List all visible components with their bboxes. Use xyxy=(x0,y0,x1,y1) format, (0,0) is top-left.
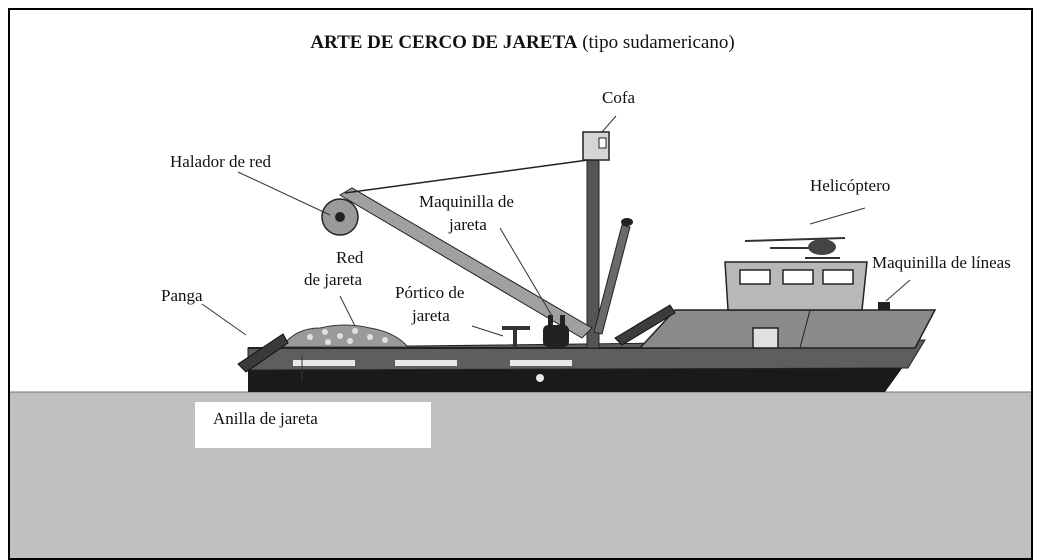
label-red-1: Red xyxy=(336,248,364,267)
helicopter-icon xyxy=(744,237,846,259)
wheelhouse-window xyxy=(739,269,771,285)
wheelhouse xyxy=(724,261,868,311)
hull-window xyxy=(395,360,457,366)
bow-ramp xyxy=(614,304,676,346)
leader-cofa xyxy=(601,115,617,133)
panga-skiff xyxy=(237,333,289,373)
hull-keel xyxy=(248,367,903,392)
diagram-frame: ARTE DE CERCO DE JARETA (tipo sudamerica… xyxy=(8,8,1033,560)
leader-helicoptero xyxy=(809,207,866,225)
forecastle-line xyxy=(799,309,811,349)
label-maquinilla-jareta-2: jareta xyxy=(449,215,487,234)
cabin-door xyxy=(752,327,779,349)
label-anilla: Anilla de jareta xyxy=(213,409,318,428)
hull-porthole xyxy=(536,374,544,382)
line-winch xyxy=(878,302,890,310)
label-halador: Halador de red xyxy=(170,152,272,171)
boom-stay xyxy=(344,159,589,194)
title-sub: (tipo sudamericano) xyxy=(582,32,735,53)
leader-maq-jareta xyxy=(499,227,553,317)
hull-window xyxy=(510,360,572,366)
crows-nest-detail xyxy=(598,137,607,149)
title-main: ARTE DE CERCO DE JARETA xyxy=(310,32,578,53)
label-cofa: Cofa xyxy=(602,88,636,107)
leader-portico xyxy=(471,325,504,337)
leader-panga xyxy=(201,303,247,336)
label-portico-1: Pórtico de xyxy=(395,283,465,302)
label-red-2: de jareta xyxy=(304,270,363,289)
sea-area xyxy=(10,392,1031,558)
boom xyxy=(339,187,593,339)
forward-derrick xyxy=(593,224,631,335)
anilla-label-box: Anilla de jareta xyxy=(195,402,431,448)
label-panga: Panga xyxy=(161,286,203,305)
diagram-title: ARTE DE CERCO DE JARETA (tipo sudamerica… xyxy=(10,32,1031,54)
label-maquinilla-lineas: Maquinilla de líneas xyxy=(872,253,1011,272)
forecastle xyxy=(638,309,937,349)
label-portico-2: jareta xyxy=(412,306,450,325)
wheelhouse-window xyxy=(782,269,814,285)
fishing-boat-illustration xyxy=(10,115,1031,558)
hull-window xyxy=(293,360,355,366)
purse-davit xyxy=(502,326,530,348)
wheelhouse-window xyxy=(822,269,854,285)
leader-red xyxy=(339,295,356,327)
label-helicoptero: Helicóptero xyxy=(810,176,891,195)
purse-winch xyxy=(543,315,569,347)
leader-maq-lineas xyxy=(885,279,911,302)
label-maquinilla-jareta-1: Maquinilla de xyxy=(419,192,514,211)
leader-halador xyxy=(237,171,331,216)
purse-net xyxy=(281,324,410,348)
